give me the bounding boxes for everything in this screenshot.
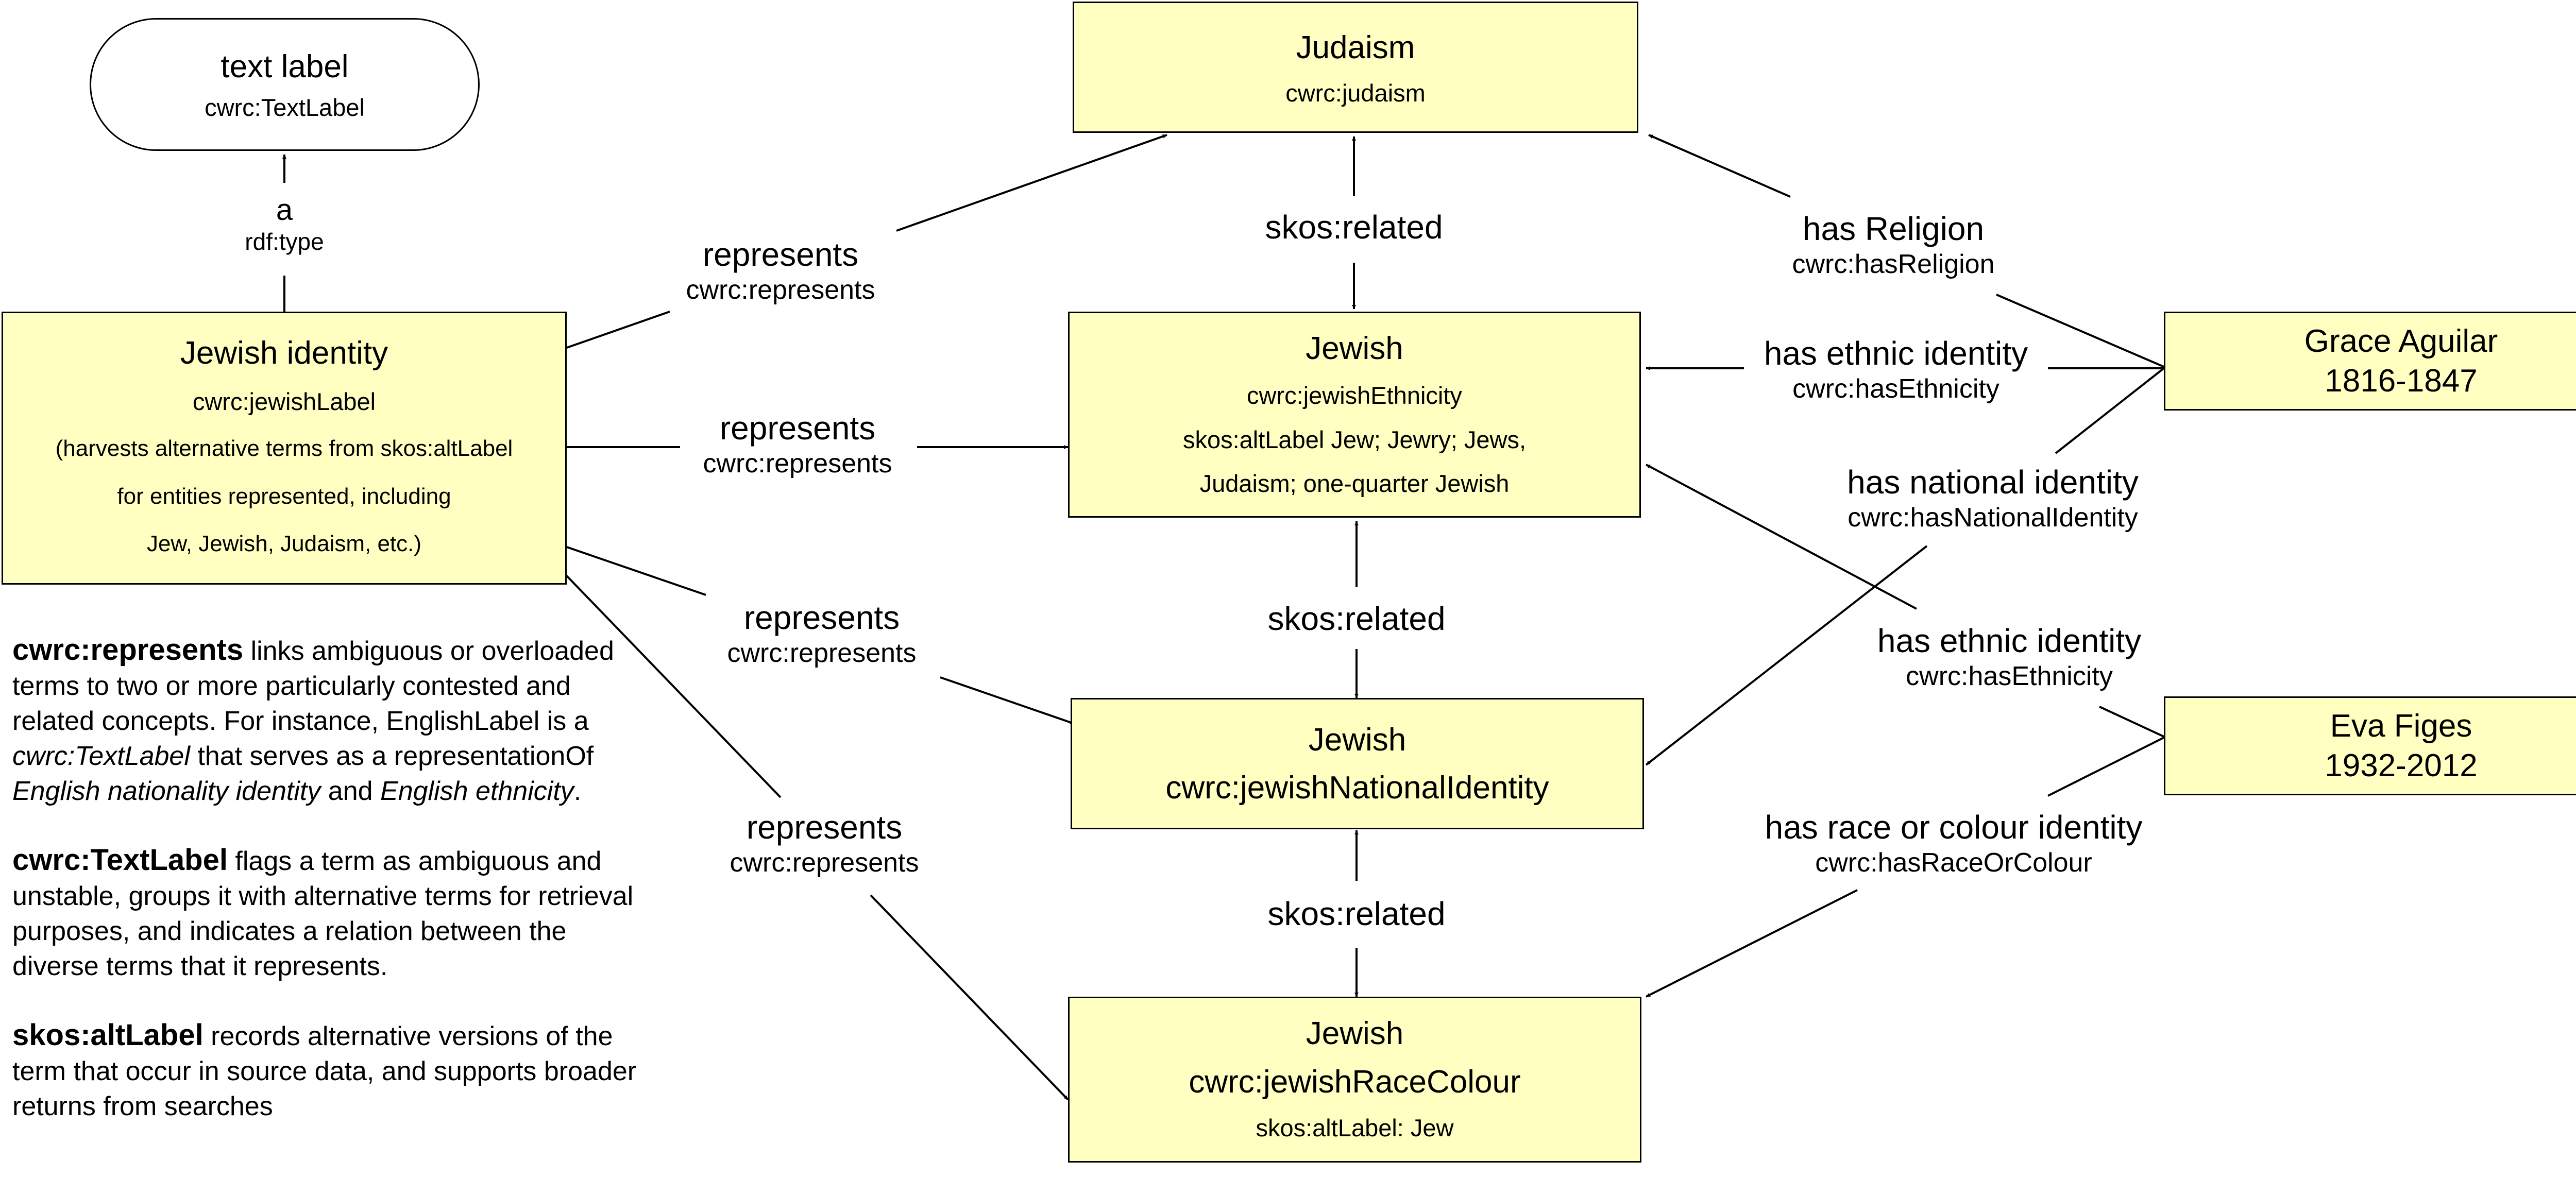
edge-label-ethnic-grace: has ethnic identity cwrc:hasEthnicity [1764,335,2028,405]
edge-religion-b [1648,134,1791,198]
node-jewish-ethnicity-alt-1: skos:altLabel Jew; Jewry; Jews, [1182,425,1527,453]
note-textlabel-term: cwrc:TextLabel [12,843,228,877]
edge-label-represents-4-prop: cwrc:represents [730,847,919,878]
node-jewish-identity-note-3: Jew, Jewish, Judaism, etc.) [146,531,422,557]
node-jewish-identity-note-1: (harvests alternative terms from skos:al… [55,436,513,462]
edge-label-race-eva: has race or colour identity cwrc:hasRace… [1765,809,2143,879]
edge-label-ethnic-eva: has ethnic identity cwrc:hasEthnicity [1877,622,2141,692]
edge-label-has-religion-prop: cwrc:hasReligion [1792,249,1995,279]
edge-label-ethnic-eva-prop: cwrc:hasEthnicity [1906,661,2113,691]
edge-label-represents-1: represents cwrc:represents [686,236,875,306]
edge-label-represents-4-text: represents [746,809,903,846]
node-eva-figes-name: Eva Figes [2330,708,2472,744]
node-jewish-race-title: Jewish [1306,1016,1404,1052]
edge-label-represents-1-text: represents [702,236,859,273]
note-represents-text-a: links ambiguous or overloaded terms to t… [12,636,614,736]
node-eva-figes-dates: 1932-2012 [2325,748,2478,783]
note-textlabel: cwrc:TextLabel flags a term as ambiguous… [12,843,646,984]
edge-label-represents-2: represents cwrc:represents [703,409,892,480]
edge-label-has-religion-text: has Religion [1802,210,1985,247]
edge-label-race-eva-prop: cwrc:hasRaceOrColour [1815,847,2092,878]
edge-label-race-eva-text: has race or colour identity [1765,809,2143,846]
edge-label-skos-related-3: skos:related [1267,895,1445,933]
node-jewish-ethnicity: Jewish cwrc:jewishEthnicity skos:altLabe… [1068,312,1641,518]
edge-label-skos-related-1-text: skos:related [1265,209,1443,246]
node-jewish-race-colour: Jewish cwrc:jewishRaceColour skos:altLab… [1068,997,1641,1163]
node-judaism: Judaism cwrc:judaism [1073,2,1638,133]
node-jewish-identity-title: Jewish identity [180,335,388,371]
edge-rep3-b [940,676,1075,725]
edge-race-eva-b [1646,889,1858,998]
note-altlabel-term: skos:altLabel [12,1018,204,1052]
edge-rep4-b [870,894,1069,1101]
edge-label-skos-related-3-text: skos:related [1267,895,1446,932]
node-text-label: text label cwrc:TextLabel [90,18,480,151]
node-text-label-title: text label [221,48,349,84]
note-altlabel-text: records alternative versions of the term… [12,1021,637,1121]
node-grace-aguilar-name: Grace Aguilar [2304,323,2498,359]
edge-label-represents-3-text: represents [743,599,900,636]
edge-label-ethnic-grace-prop: cwrc:hasEthnicity [1792,373,1999,404]
edge-rep1-a [566,311,670,349]
note-represents-italic-3: English ethnicity [380,776,574,806]
note-represents-text-d: . [573,776,582,806]
node-jewish-national-id: cwrc:jewishNationalIdentity [1165,770,1549,806]
edge-label-represents-3: represents cwrc:represents [727,599,917,669]
node-jewish-national-identity: Jewish cwrc:jewishNationalIdentity [1071,698,1644,829]
edge-label-rdf-type-prop: rdf:type [245,228,324,255]
edge-rep1-b [896,134,1167,232]
edge-label-national-grace-text: has national identity [1847,464,2139,501]
node-jewish-ethnicity-alt-2: Judaism; one-quarter Jewish [1199,469,1510,497]
edge-ethnic-eva-a [2099,706,2164,738]
edge-label-ethnic-grace-text: has ethnic identity [1764,335,2028,372]
edge-label-national-grace: has national identity cwrc:hasNationalId… [1847,464,2139,534]
node-jewish-race-id: cwrc:jewishRaceColour [1189,1064,1521,1100]
edge-national-grace-a [2055,367,2165,454]
edge-national-grace-b [1645,545,1928,766]
edge-label-skos-related-2: skos:related [1267,600,1445,638]
edge-label-represents-4: represents cwrc:represents [730,809,919,879]
edge-race-eva-a [2047,737,2164,797]
node-jewish-identity-note-2: for entities represented, including [117,483,451,509]
edge-label-represents-1-prop: cwrc:represents [686,275,875,305]
node-eva-figes: Eva Figes 1932-2012 [2164,696,2576,795]
node-text-label-id: cwrc:TextLabel [205,93,365,121]
node-grace-aguilar: Grace Aguilar 1816-1847 [2164,312,2576,411]
node-judaism-title: Judaism [1296,30,1415,66]
node-jewish-identity-id: cwrc:jewishLabel [192,387,376,415]
edge-label-represents-2-text: represents [719,409,876,447]
edge-label-skos-related-1: skos:related [1265,209,1443,247]
note-represents: cwrc:represents links ambiguous or overl… [12,633,646,809]
note-represents-term: cwrc:represents [12,633,244,667]
edge-rep4-a [566,575,782,798]
edge-label-represents-2-prop: cwrc:represents [703,448,892,479]
note-represents-text-b: that serves as a representationOf [190,741,594,771]
edge-label-rdf-type-short: a [276,193,293,227]
edge-label-national-grace-prop: cwrc:hasNationalIdentity [1848,502,2138,533]
edge-label-has-religion: has Religion cwrc:hasReligion [1792,210,1994,280]
edge-label-rdf-type: a rdf:type [245,193,324,256]
node-jewish-ethnicity-title: Jewish [1306,330,1403,366]
edge-rep3-a [566,546,706,596]
note-textlabel-text: flags a term as ambiguous and unstable, … [12,846,634,981]
note-represents-text-c: and [320,776,381,806]
node-jewish-identity: Jewish identity cwrc:jewishLabel (harves… [2,312,567,585]
node-jewish-ethnicity-id: cwrc:jewishEthnicity [1247,381,1462,409]
node-grace-aguilar-dates: 1816-1847 [2325,363,2478,399]
edge-label-ethnic-eva-text: has ethnic identity [1877,622,2142,659]
note-represents-italic-1: cwrc:TextLabel [12,741,190,771]
edge-ethnic-eva-b [1646,464,1917,610]
node-judaism-id: cwrc:judaism [1285,79,1426,107]
node-jewish-race-alt: skos:altLabel: Jew [1256,1114,1454,1142]
note-altlabel: skos:altLabel records alternative versio… [12,1018,646,1124]
note-represents-italic-2: English nationality identity [12,776,321,806]
notes-panel: cwrc:represents links ambiguous or overl… [12,633,646,1158]
edge-religion-a [1996,294,2164,368]
node-jewish-national-title: Jewish [1308,722,1406,758]
edge-label-represents-3-prop: cwrc:represents [727,638,917,668]
edge-label-skos-related-2-text: skos:related [1267,600,1446,637]
